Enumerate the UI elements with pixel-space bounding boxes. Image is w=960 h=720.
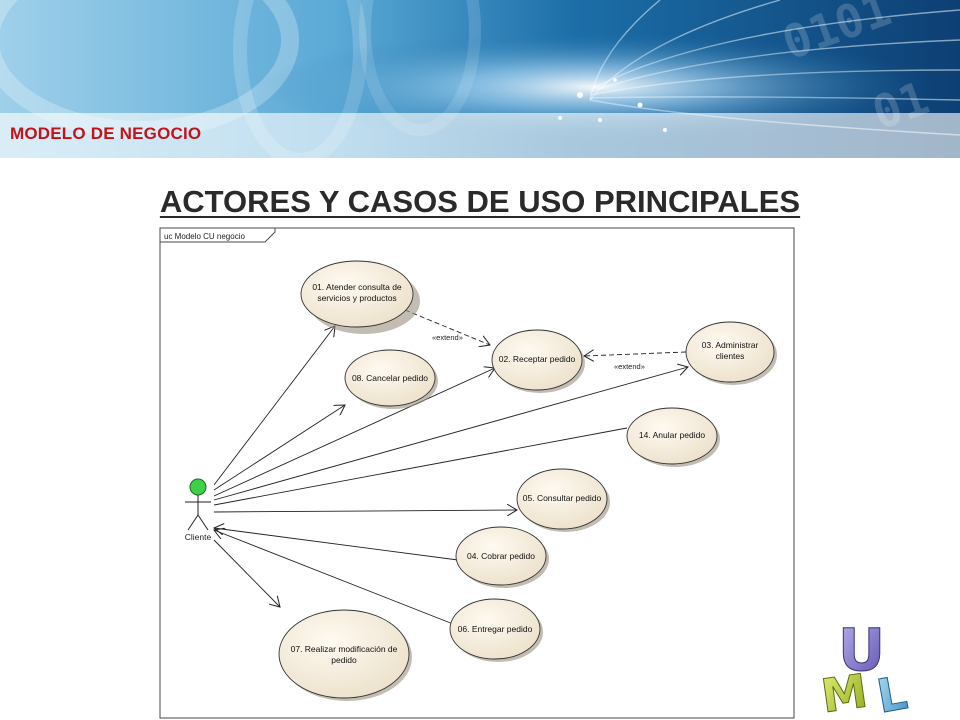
use-case-01[interactable]: 01. Atender consulta de servicios y prod… [300, 260, 420, 334]
extend-label-1: «extend» [432, 333, 463, 342]
section-label: MODELO DE NEGOCIO [10, 124, 202, 143]
use-case-07-line-1: 07. Realizar modificación de [291, 644, 398, 654]
actor-label: Cliente [185, 532, 212, 542]
assoc-uc05 [213, 510, 517, 512]
use-case-05-label: 05. Consultar pedido [523, 493, 602, 503]
use-case-02-label: 02. Receptar pedido [499, 354, 576, 364]
frame-label: uc Modelo CU negocio [164, 232, 245, 241]
logo-letter-m: M [820, 663, 871, 718]
assoc-uc01 [213, 326, 335, 486]
use-case-07[interactable]: 07. Realizar modificación de pedido [278, 609, 412, 701]
use-case-06[interactable]: 06. Entregar pedido [449, 598, 543, 662]
use-case-14-label: 14. Anular pedido [639, 430, 705, 440]
assoc-uc02 [213, 368, 495, 497]
logo-letter-u: U [838, 618, 885, 684]
use-case-08[interactable]: 08. Cancelar pedido [344, 349, 438, 409]
slide-title: ACTORES Y CASOS DE USO PRINCIPALES [0, 184, 960, 220]
associations [213, 326, 688, 625]
extend-relations [404, 309, 687, 356]
use-case-01-line-1: 01. Atender consulta de [312, 282, 402, 292]
extend-line-uc03-uc02 [584, 352, 687, 356]
use-case-04[interactable]: 04. Cobrar pedido [455, 526, 549, 588]
assoc-uc08 [213, 405, 345, 491]
uml-logo: U M L [820, 618, 912, 718]
use-case-07-line-2: pedido [331, 655, 357, 665]
actor-cliente[interactable]: Cliente [185, 478, 212, 542]
use-case-05[interactable]: 05. Consultar pedido [516, 468, 610, 532]
actor-stick-figure-icon [185, 495, 211, 531]
assoc-uc03 [213, 367, 688, 501]
extend-label-2: «extend» [614, 362, 645, 371]
use-case-06-label: 06. Entregar pedido [458, 624, 533, 634]
use-case-04-label: 04. Cobrar pedido [467, 551, 535, 561]
use-case-01-line-2: servicios y productos [317, 293, 396, 303]
use-case-14[interactable]: 14. Anular pedido [626, 407, 720, 467]
slide-title-text: ACTORES Y CASOS DE USO PRINCIPALES [159, 184, 801, 219]
extend-line-uc01-uc02 [404, 309, 490, 345]
assoc-uc07 [213, 539, 280, 607]
actor-head-icon [189, 478, 207, 496]
assoc-uc14 [213, 427, 628, 506]
use-case-03-line-2: clientes [716, 351, 745, 361]
use-case-03[interactable]: 03. Administrar clientes [685, 321, 777, 385]
header-banner: 0101 01 [0, 0, 960, 158]
use-case-02[interactable]: 02. Receptar pedido [491, 329, 585, 393]
logo-letter-l: L [873, 665, 911, 718]
assoc-uc04 [214, 528, 459, 561]
use-case-08-label: 08. Cancelar pedido [352, 373, 428, 383]
use-case-03-line-1: 03. Administrar [702, 340, 759, 350]
assoc-uc06 [214, 530, 454, 625]
